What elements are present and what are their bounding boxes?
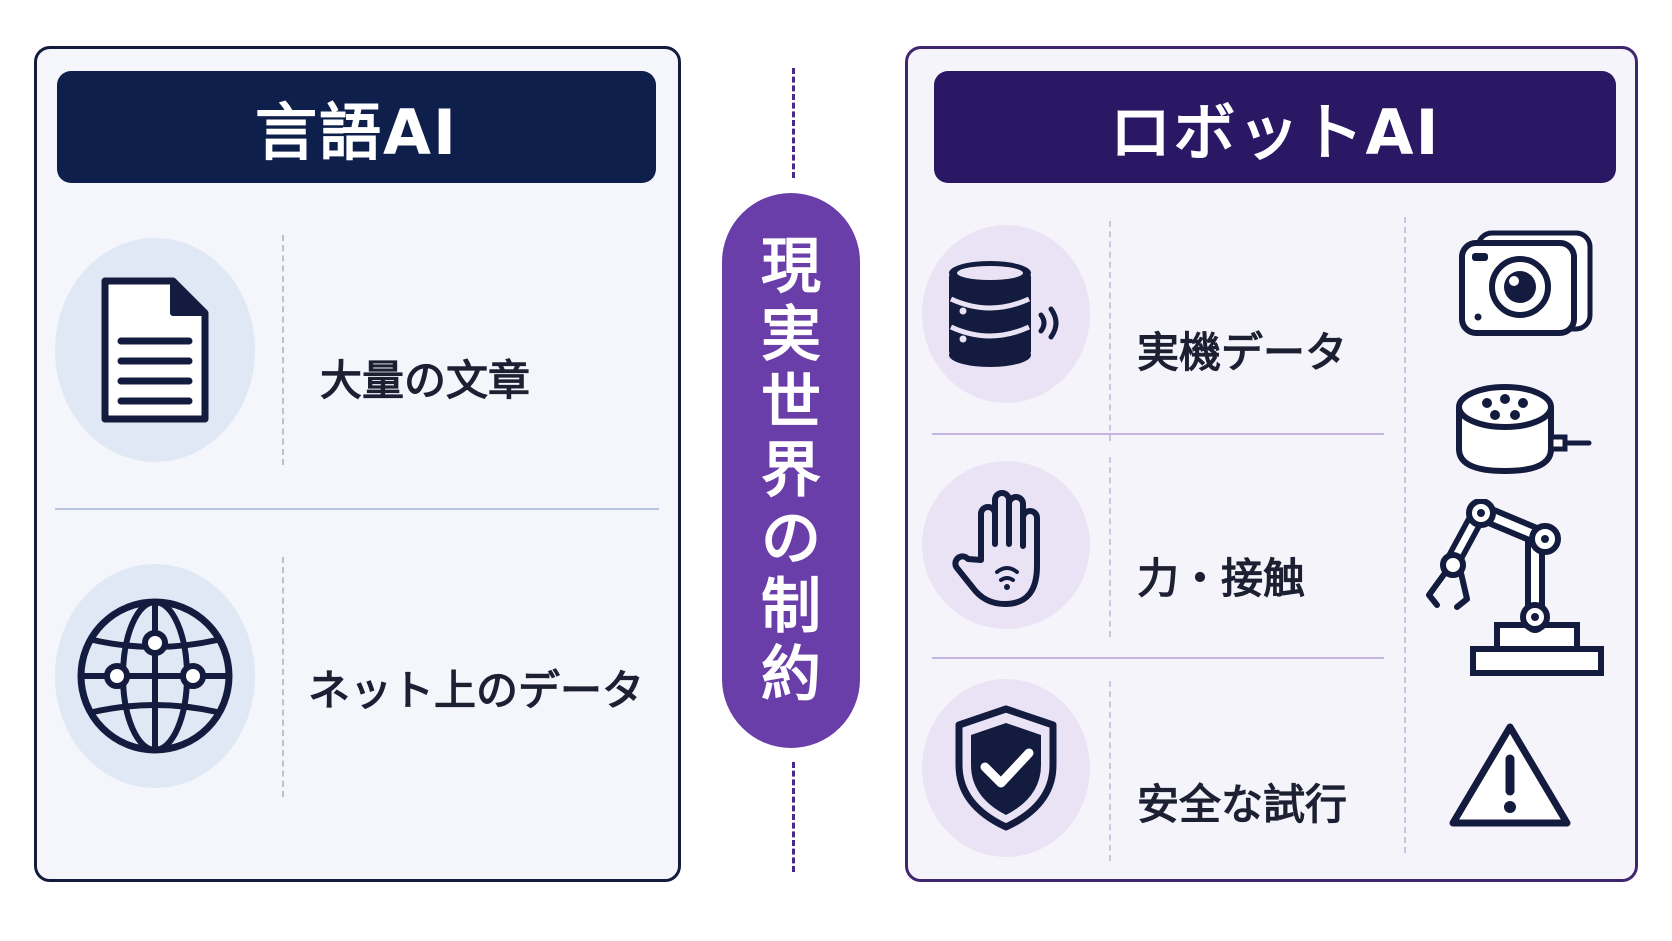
divider-dashed xyxy=(1109,457,1111,637)
item-label-text: 実機データ xyxy=(1137,328,1348,377)
pill-char: 世 xyxy=(761,367,821,438)
language-ai-header: 言語AI xyxy=(57,71,656,183)
pill-char: 制 xyxy=(761,571,821,642)
document-icon-circle xyxy=(55,238,255,462)
database-icon-circle xyxy=(922,225,1090,403)
force-sensor-icon xyxy=(1456,384,1592,475)
real-world-constraint-pill: 現 実 世 界 の 制 約 xyxy=(722,193,860,748)
center-dashed-line-top xyxy=(792,68,795,178)
warning-icon xyxy=(1449,723,1571,827)
globe-network-icon xyxy=(77,598,233,754)
pill-char: の xyxy=(761,503,821,574)
hand-touch-icon xyxy=(952,490,1040,607)
robot-ai-panel: ロボットAI 実機データ 力・接触 xyxy=(905,46,1638,882)
robot-ai-title: ロボットAI xyxy=(1109,96,1441,169)
divider-horizontal xyxy=(932,433,1384,435)
hand-icon-circle xyxy=(922,461,1090,629)
robot-arm-icon xyxy=(1426,499,1604,676)
item-label-text: 力・接触 xyxy=(1137,554,1306,603)
pill-char: 現 xyxy=(761,231,821,302)
item-label-text: 大量の文章 xyxy=(320,356,531,405)
side-column-divider xyxy=(1404,217,1406,853)
divider-dashed xyxy=(1109,221,1111,441)
divider-horizontal xyxy=(932,657,1384,659)
globe-icon-circle xyxy=(55,564,255,788)
center-dashed-line-bottom xyxy=(792,762,795,872)
document-icon xyxy=(101,277,209,423)
divider-dashed xyxy=(1109,681,1111,861)
pill-char: 界 xyxy=(761,435,821,506)
divider-dashed xyxy=(282,557,284,797)
database-signal-icon xyxy=(949,261,1059,367)
item-label-text: 安全な試行 xyxy=(1137,780,1348,829)
shield-icon-circle xyxy=(922,679,1090,857)
divider-dashed xyxy=(282,235,284,465)
pill-char: 実 xyxy=(761,299,821,370)
language-ai-panel: 言語AI 大量の文章 ネット上のデータ xyxy=(34,46,681,882)
camera-icon xyxy=(1459,230,1593,336)
shield-check-icon xyxy=(955,705,1057,831)
pill-char: 約 xyxy=(761,639,821,710)
language-ai-title: 言語AI xyxy=(254,96,459,169)
robot-ai-header: ロボットAI xyxy=(934,71,1616,183)
item-label-text: ネット上のデータ xyxy=(308,666,645,715)
divider-horizontal xyxy=(55,508,659,510)
